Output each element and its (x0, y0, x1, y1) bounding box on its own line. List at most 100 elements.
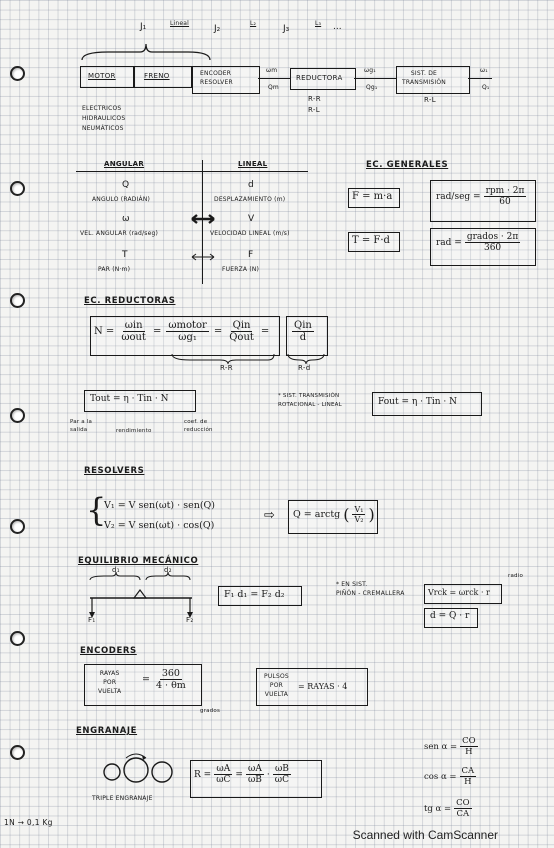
qg1-label: Qg₁ (366, 84, 378, 91)
n-frac-1: ωin ωout (119, 320, 148, 343)
f1d1-eq: F₁ d₁ = F₂ d₂ (224, 589, 285, 600)
rad-lhs: rad = (436, 237, 462, 248)
equals-sign: = (235, 769, 243, 780)
r-frac-2-num: ωA (246, 764, 264, 775)
rad-seg-frac: rpm · 2π 60 (483, 186, 527, 207)
freno-box (134, 66, 192, 88)
conversion-arrow-icon (191, 253, 215, 261)
arctg-eq: Q = arctg ( V₁ V₂ ) (293, 505, 375, 524)
binder-hole (10, 181, 25, 196)
r-frac-1: ωA ωC (214, 764, 233, 785)
f2-label: F₂ (186, 616, 194, 624)
scanned-footer: Scanned with CamScanner (352, 828, 498, 842)
f1d1-box (218, 586, 302, 606)
rad-seg-box (430, 180, 536, 222)
w1-label: ω₁ (480, 67, 488, 74)
paren-close: ) (368, 505, 375, 524)
binder-hole (10, 293, 25, 308)
encoder-label: ENCODER RESOLVER (200, 70, 233, 86)
sen-frac: CO H (460, 736, 478, 757)
qin-d-eq: Qin d (292, 320, 314, 343)
n-frac-3-den: Qout (229, 332, 254, 343)
n-frac-2-num: ωmotor (166, 320, 209, 332)
sist-label: SIST. DE TRANSMISIÓN (402, 70, 446, 86)
grados-note: grados (200, 708, 221, 714)
qm-label: Qm (268, 84, 279, 91)
linea-label: Lineal (170, 20, 190, 27)
binder-hole (10, 66, 25, 81)
arctg-num: V₁ (352, 505, 366, 515)
implies-arrow-icon: ⇨ (264, 508, 275, 523)
rad-den: 360 (483, 243, 502, 253)
wm-label: ωm (266, 67, 278, 74)
l2-label: L₂ (250, 20, 257, 27)
paren-open: ( (343, 505, 350, 524)
equals-sign: = (260, 326, 270, 337)
r-frac-1-num: ωA (214, 764, 233, 775)
j3-label: J₃ (283, 24, 290, 34)
rl-label: R-L (424, 96, 436, 104)
q-desc: ANGULO (RADIÁN) (92, 196, 151, 203)
lever-diagram (89, 571, 193, 618)
arctg-lhs: Q = arctg (293, 509, 341, 520)
arctg-frac: V₁ V₂ (352, 505, 366, 524)
fout-eq: Fout = η · Tin · N (378, 397, 457, 407)
f-ma-box (348, 188, 400, 208)
conversion-arrow-icon (191, 214, 215, 224)
reductora-label: REDUCTORA (296, 74, 343, 82)
d-eq: d = Q · r (430, 611, 470, 621)
cos-num: CA (459, 766, 477, 777)
r-eq: R = ωA ωC = ωA ωB · ωB ωC (194, 764, 291, 785)
rad-box (430, 228, 536, 266)
j2-label: J₂ (214, 24, 221, 34)
motor-types: ELECTRICOS HIDRAULICOS NEUMÁTICOS (82, 105, 126, 132)
sen-num: CO (460, 736, 478, 747)
rd-note: R-d (298, 364, 311, 372)
resolvers-title: RESOLVERS (84, 466, 145, 476)
resolvers-brace: { (86, 491, 107, 529)
qin-d-box (286, 316, 328, 356)
w-symbol: ω (122, 214, 130, 224)
r-lhs: R = (194, 769, 212, 780)
rr-brace (171, 353, 325, 364)
gears-icon (103, 753, 173, 783)
r-frac-2: ωA ωB (246, 764, 264, 785)
rad-eq: rad = grados · 2π 360 (436, 232, 521, 253)
cos-frac: CA H (459, 766, 477, 787)
v2-eq: V₂ = V sen(ωt) · cos(Q) (104, 520, 215, 531)
t-fd-eq: T = F·d (352, 235, 390, 246)
top-brace (81, 43, 211, 61)
tg-lhs: tg α = (424, 803, 452, 814)
r-frac-1-den: ωC (216, 775, 231, 785)
v-symbol: V (248, 214, 255, 224)
tout-eq: Tout = η · Tin · N (90, 394, 169, 404)
angular-title: ANGULAR (104, 160, 145, 168)
sen-eq: sen α = CO H (424, 736, 478, 757)
f-ma-eq: F = m·a (352, 191, 393, 202)
sist-box (396, 66, 470, 94)
n-frac-1-num: ωin (122, 320, 145, 332)
newton-note: 1N → 0,1 Kg (4, 818, 53, 827)
coef-note: coef. de reducción (184, 419, 213, 433)
q-symbol: Q (122, 180, 130, 190)
rayas-den: 4 · θm (155, 680, 186, 691)
equilibrio-title: EQUILIBRIO MECÁNICO (78, 556, 199, 566)
n-frac-3-num: Qin (230, 320, 253, 332)
n-frac-2: ωmotor ωg₁ (166, 320, 209, 343)
q1-label: Q₁ (482, 84, 490, 91)
rad-frac: grados · 2π 360 (464, 232, 521, 253)
motor-label: MOTOR (88, 72, 116, 80)
encoder-box (192, 66, 260, 94)
j1-label: J₁ (140, 22, 147, 32)
equals-sign: = (142, 674, 150, 685)
rr-label: R-R R-L (308, 95, 321, 114)
fout-box (372, 392, 482, 416)
f-desc: FUERZA (N) (222, 266, 260, 273)
n-frac-3: Qin Qout (227, 320, 256, 343)
r-frac-3: ωB ωC (272, 764, 291, 785)
rendimiento-note: rendimiento (116, 428, 152, 434)
f-symbol: F (248, 250, 254, 260)
sen-lhs: sen α = (424, 741, 458, 752)
engranaje-title: ENGRANAJE (76, 726, 138, 736)
rad-seg-num: rpm · 2π (483, 186, 527, 197)
